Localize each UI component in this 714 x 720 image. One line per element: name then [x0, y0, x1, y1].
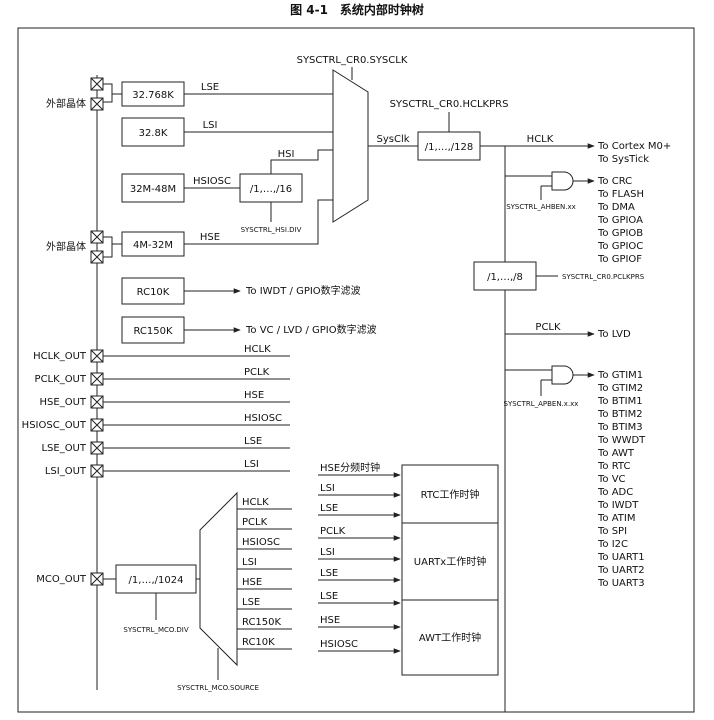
figure-title: 图 4-1 系统内部时钟树 [290, 2, 424, 17]
hse-osc: 4M-32M [133, 240, 173, 251]
hclk-dest-0: To Cortex M0+ [597, 141, 671, 152]
pin-signal-1: PCLK [244, 367, 270, 378]
rtc-clk-block: RTC工作时钟 [421, 488, 480, 501]
pin-1: PCLK_OUT [35, 374, 87, 385]
apb-dest-16: To UART3 [597, 578, 645, 589]
signal-hsi: HSI [278, 149, 295, 160]
mco-source-4: HSE [242, 577, 262, 588]
apben-reg: SYSCTRL_APBEN.x.xx [504, 400, 579, 408]
sysclk-mux [332, 69, 369, 223]
mco-source-reg: SYSCTRL_MCO.SOURCE [177, 684, 259, 692]
hclk-divider: /1,…,/128 [425, 142, 474, 153]
signal-lse-a: LSE [201, 82, 219, 93]
ahben-reg: SYSCTRL_AHBEN.xx [506, 203, 576, 211]
apb-dest-3: To BTIM2 [597, 409, 643, 420]
ext-crystal-label-2: 外部晶体 [46, 240, 86, 253]
pin-signal-4: LSE [244, 436, 262, 447]
hclk-dest-1: To SysTick [597, 154, 649, 165]
apb-dest-10: To IWDT [597, 500, 639, 511]
sysclk-reg: SYSCTRL_CR0.SYSCLK [297, 55, 408, 66]
hsiosc-osc: 32M-48M [130, 184, 176, 195]
pclk-dest: To LVD [597, 329, 631, 340]
hsi-divider: /1,…,/16 [250, 184, 292, 195]
apb-dest-2: To BTIM1 [597, 396, 643, 407]
rc150k-dest: To VC / LVD / GPIO数字滤波 [245, 323, 377, 336]
awt-input-2: HSIOSC [320, 639, 358, 650]
awt-input-1: HSE [320, 615, 340, 626]
uart-input-0: PCLK [320, 526, 346, 537]
lsi-osc: 32.8K [139, 128, 168, 139]
signal-hsiosc-a: HSIOSC [193, 176, 231, 187]
diagram-frame [17, 27, 695, 713]
apb-dest-5: To WWDT [597, 435, 646, 446]
apb-dest-14: To UART1 [597, 552, 645, 563]
mco-source-3: LSI [242, 557, 257, 568]
apb-and-gate [551, 365, 574, 385]
ahb-dest-1: To FLASH [597, 189, 644, 200]
apb-dest-7: To RTC [597, 461, 630, 472]
apb-dest-6: To AWT [597, 448, 635, 459]
apb-dest-12: To SPI [597, 526, 627, 537]
pin-3: HSIOSC_OUT [22, 420, 87, 431]
hsi-div-reg: SYSCTRL_HSI.DIV [241, 226, 302, 234]
mco-mux [199, 491, 238, 667]
pclk-divider: /1,…,/8 [487, 272, 523, 283]
ext-crystal-label-1: 外部晶体 [46, 97, 86, 110]
mco-source-1: PCLK [242, 517, 268, 528]
apb-dest-15: To UART2 [597, 565, 645, 576]
signal-hclk: HCLK [527, 134, 554, 145]
ahb-dest-2: To DMA [597, 202, 635, 213]
apb-dest-0: To GTIM1 [597, 370, 643, 381]
mco-source-7: RC10K [242, 637, 275, 648]
apb-dest-8: To VC [597, 474, 626, 485]
ahb-dest-6: To GPIOF [597, 254, 642, 265]
uart-input-2: LSE [320, 568, 338, 579]
pin-5: LSI_OUT [45, 466, 87, 477]
signal-lsi-a: LSI [203, 120, 218, 131]
pin-signal-3: HSIOSC [244, 413, 282, 424]
hclkprs-reg: SYSCTRL_CR0.HCLKPRS [390, 99, 509, 110]
apb-dest-11: To ATIM [597, 513, 635, 524]
ahb-dest-4: To GPIOB [597, 228, 643, 239]
uart-input-1: LSI [320, 547, 335, 558]
pin-6: MCO_OUT [36, 574, 87, 585]
pin-0: HCLK_OUT [33, 351, 87, 362]
apb-dest-1: To GTIM2 [597, 383, 643, 394]
uartx-clk-block: UARTx工作时钟 [414, 555, 486, 568]
ahb-dest-3: To GPIOA [597, 215, 643, 226]
mco-source-6: RC150K [242, 617, 282, 628]
rtc-input-1: LSI [320, 483, 335, 494]
mco-source-5: LSE [242, 597, 260, 608]
pin-2: HSE_OUT [40, 397, 87, 408]
mco-divider: /1,…,/1024 [129, 575, 184, 586]
mco-div-reg: SYSCTRL_MCO.DIV [123, 626, 188, 634]
apb-dest-13: To I2C [597, 539, 628, 550]
ahb-and-gate [551, 171, 574, 191]
rc10k-osc: RC10K [137, 287, 170, 298]
signal-hse-a: HSE [200, 232, 220, 243]
rc10k-dest: To IWDT / GPIO数字滤波 [245, 284, 361, 297]
pin-signal-5: LSI [244, 459, 259, 470]
apb-dest-4: To BTIM3 [597, 422, 643, 433]
ahb-dest-0: To CRC [597, 176, 632, 187]
pin-signal-2: HSE [244, 390, 264, 401]
apb-dest-9: To ADC [597, 487, 633, 498]
pin-signal-0: HCLK [244, 344, 271, 355]
pclkprs-reg: SYSCTRL_CR0.PCLKPRS [562, 273, 645, 281]
pin-4: LSE_OUT [41, 443, 86, 454]
signal-sysclk: SysClk [376, 134, 409, 145]
mco-source-0: HCLK [242, 497, 269, 508]
rtc-input-0: HSE分频时钟 [320, 461, 380, 474]
awt-input-0: LSE [320, 591, 338, 602]
mco-source-2: HSIOSC [242, 537, 280, 548]
awt-clk-block: AWT工作时钟 [419, 631, 481, 644]
lse-osc: 32.768K [132, 90, 174, 101]
rtc-input-2: LSE [320, 503, 338, 514]
rc150k-osc: RC150K [133, 326, 173, 337]
crystal-pins [90, 77, 104, 264]
signal-pclk: PCLK [535, 322, 561, 333]
ahb-dest-5: To GPIOC [597, 241, 643, 252]
